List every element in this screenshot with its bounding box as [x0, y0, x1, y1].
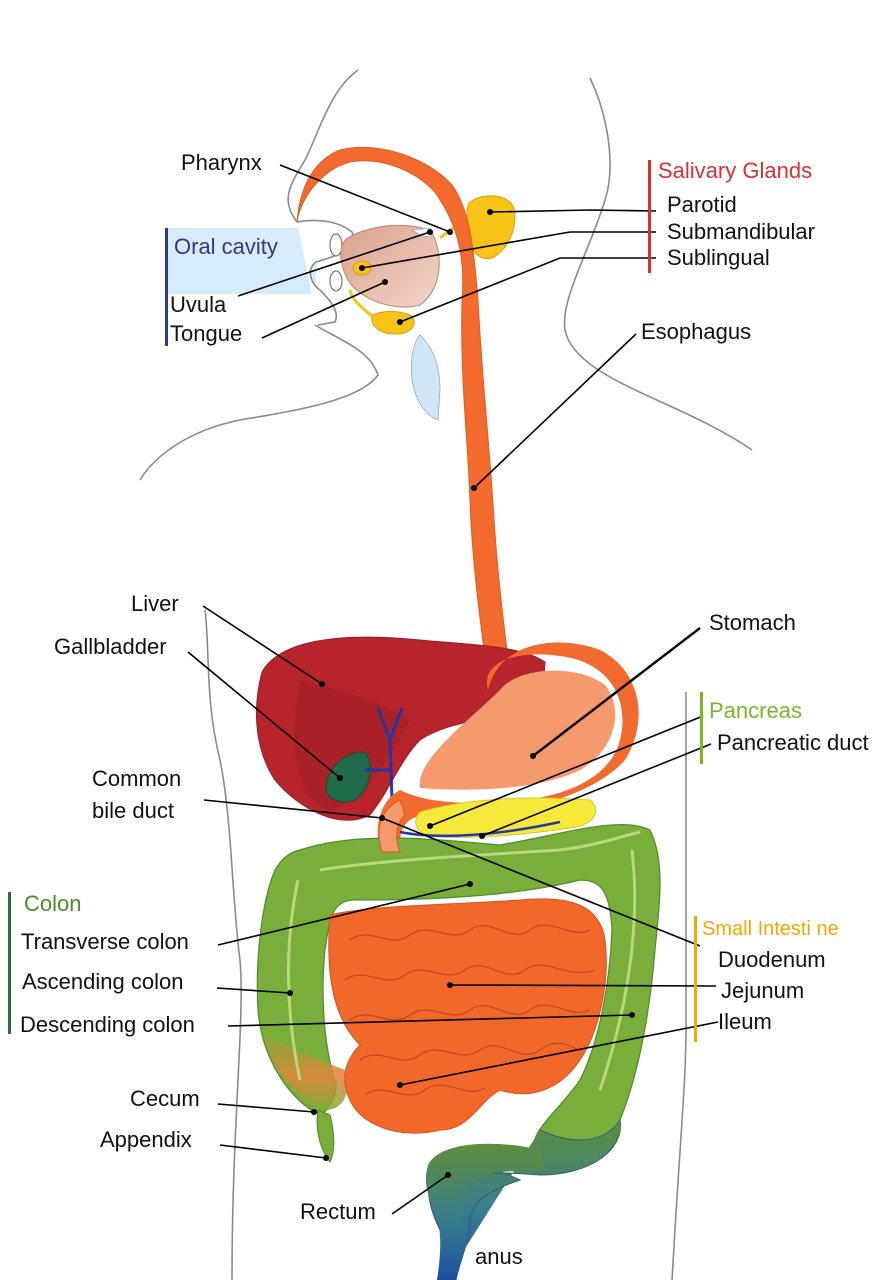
jejunum-label: Jejunum [721, 978, 805, 1003]
tongue-label: Tongue [170, 321, 243, 346]
salivary-glands-title: Salivary Glands [658, 158, 813, 183]
small-intestine-group-bar [694, 916, 697, 1042]
appendix-shape [316, 1109, 335, 1163]
duodenum-shape [378, 799, 406, 853]
parotid-label: Parotid [667, 192, 737, 217]
gallbladder-label: Gallbladder [54, 634, 167, 659]
oral-cavity-title: Oral cavity [174, 234, 278, 259]
duodenum-label: Duodenum [718, 947, 826, 972]
appendix-label: Appendix [100, 1127, 192, 1152]
pancreatic-duct-label: Pancreatic duct [717, 730, 869, 755]
colon-shape [256, 824, 661, 1163]
descending-colon-label: Descending colon [20, 1012, 195, 1037]
submandibular-label: Submandibular [667, 219, 815, 244]
ileum-label: Ileum [718, 1009, 772, 1034]
common-bile-duct-label-line2: bile duct [92, 798, 174, 823]
esophagus-label: Esophagus [641, 319, 752, 344]
colon-title: Colon [24, 891, 82, 916]
leader-lines [187, 164, 719, 1215]
tongue-shape [340, 224, 440, 308]
uvula-label: Uvula [170, 292, 227, 317]
sublingual-label: Sublingual [667, 245, 770, 270]
pancreas-group-bar [700, 692, 703, 764]
small-intestine-shape [328, 898, 607, 1134]
pharynx-label: Pharynx [181, 150, 262, 175]
liver-label: Liver [131, 591, 179, 616]
salivary-group-bar [648, 160, 651, 273]
intestine-folds [344, 924, 596, 1096]
anus-label: anus [475, 1244, 523, 1269]
body-outline [139, 69, 753, 1280]
cecum-label: Cecum [130, 1086, 200, 1111]
small-intestine-title: Small Intesti ne [702, 918, 839, 940]
ascending-colon-label: Ascending colon [22, 969, 184, 994]
transverse-colon-label: Transverse colon [21, 929, 189, 954]
leader-dots [287, 209, 635, 1178]
pancreas-title: Pancreas [709, 698, 802, 723]
rectum-label: Rectum [300, 1199, 376, 1224]
colon-group-bar [8, 892, 11, 1034]
common-bile-duct-label-line1: Common [92, 766, 182, 791]
stomach-label: Stomach [709, 610, 796, 635]
gallbladder-shape [325, 751, 371, 803]
oral-group-bar [165, 228, 168, 346]
oral-cavity-shape [166, 219, 441, 421]
